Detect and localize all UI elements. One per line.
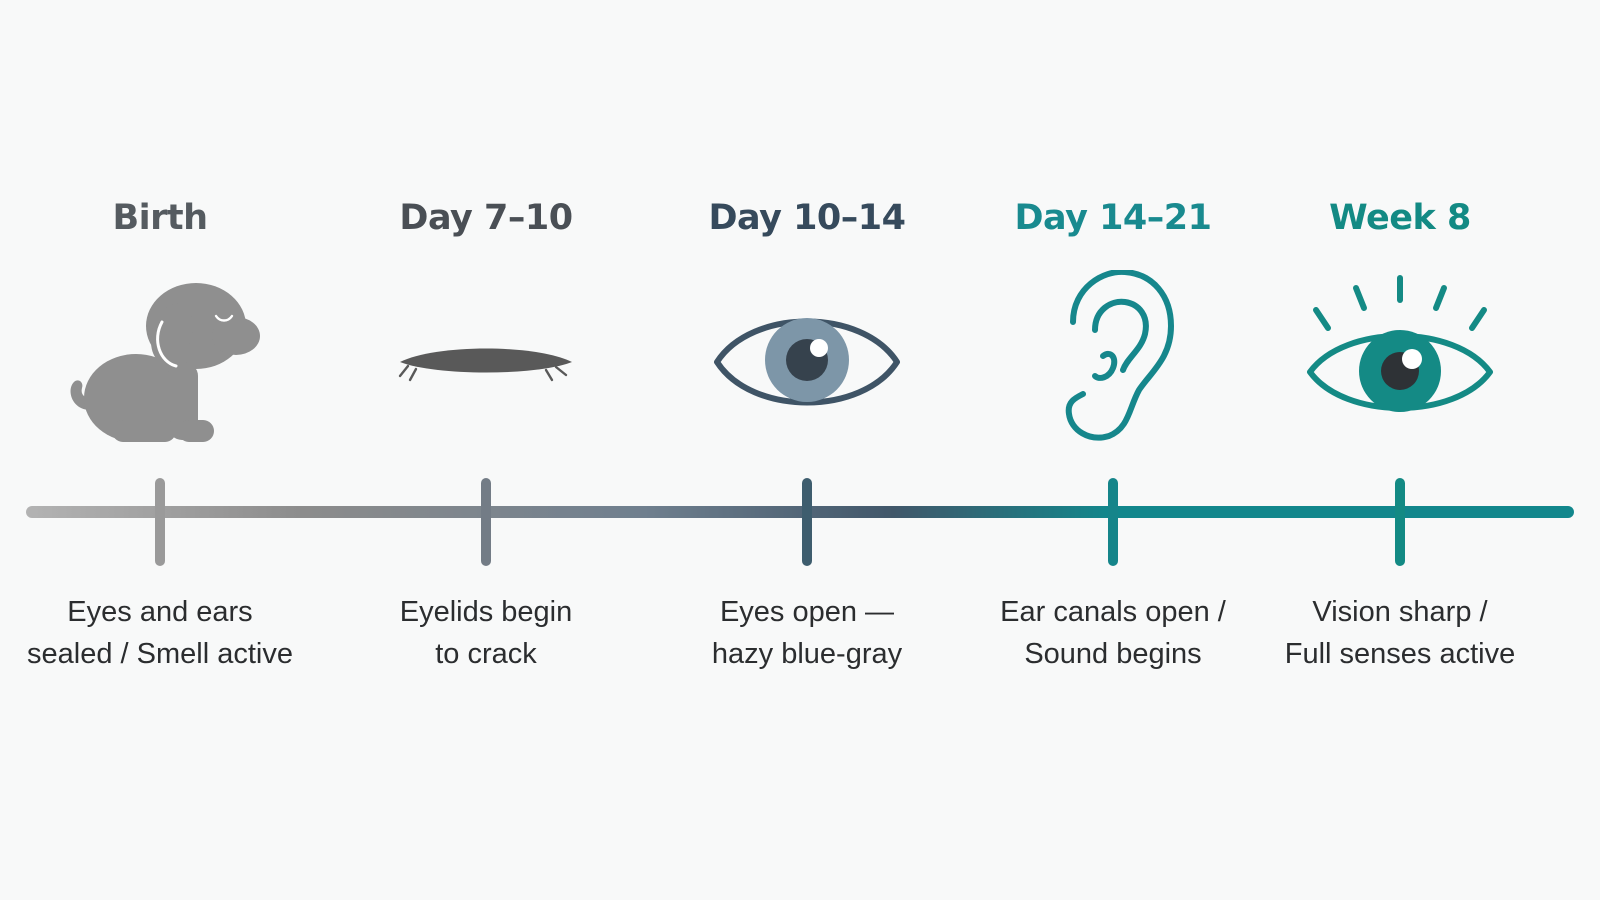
stage-day-7-10: Day 7–10 Eyelids begin to crack [321,0,651,900]
stage-title: Day 7–10 [399,198,573,238]
description-line: hazy blue-gray [711,638,903,670]
description-line: Full senses active [1284,638,1516,670]
timeline-tick [155,478,165,566]
description-line: Sound begins [1024,638,1202,670]
stage-description: Eyes open — hazy blue-gray [642,591,972,675]
stage-title: Birth [112,198,208,238]
stage-title: Week 8 [1329,198,1471,238]
description-line: Ear canals open / [1000,596,1226,628]
stage-title: Day 10–14 [708,198,906,238]
stage-day-10-14: Day 10–14 Eyes open — hazy blue-gray [642,0,972,900]
hazy-eye-icon [707,270,907,450]
description-line: sealed / Smell active [27,638,293,670]
stage-week-8: Week 8 Vision sharp / Full senses active [1235,0,1565,900]
stage-day-14-21: Day 14–21 Ear canals open / Sound begins [948,0,1278,900]
stage-description: Eyelids begin to crack [321,591,651,675]
bright-eye-icon [1300,270,1500,450]
description-line: to crack [435,638,537,670]
timeline-tick [481,478,491,566]
stage-title: Day 14–21 [1014,198,1212,238]
stage-description: Ear canals open / Sound begins [948,591,1278,675]
sleeping-puppy-icon [60,270,260,450]
description-line: Eyelids begin [399,596,573,628]
description-line: Eyes and ears [67,596,253,628]
closed-eyelid-icon [386,270,586,450]
description-line: Vision sharp / [1312,596,1488,628]
stage-description: Vision sharp / Full senses active [1235,591,1565,675]
timeline-tick [1395,478,1405,566]
stage-birth: Birth [0,0,325,900]
ear-icon [1013,270,1213,450]
timeline-tick [802,478,812,566]
stage-description: Eyes and ears sealed / Smell active [0,591,325,675]
timeline-track [26,506,1574,518]
timeline-tick [1108,478,1118,566]
description-line: Eyes open — [719,596,895,628]
